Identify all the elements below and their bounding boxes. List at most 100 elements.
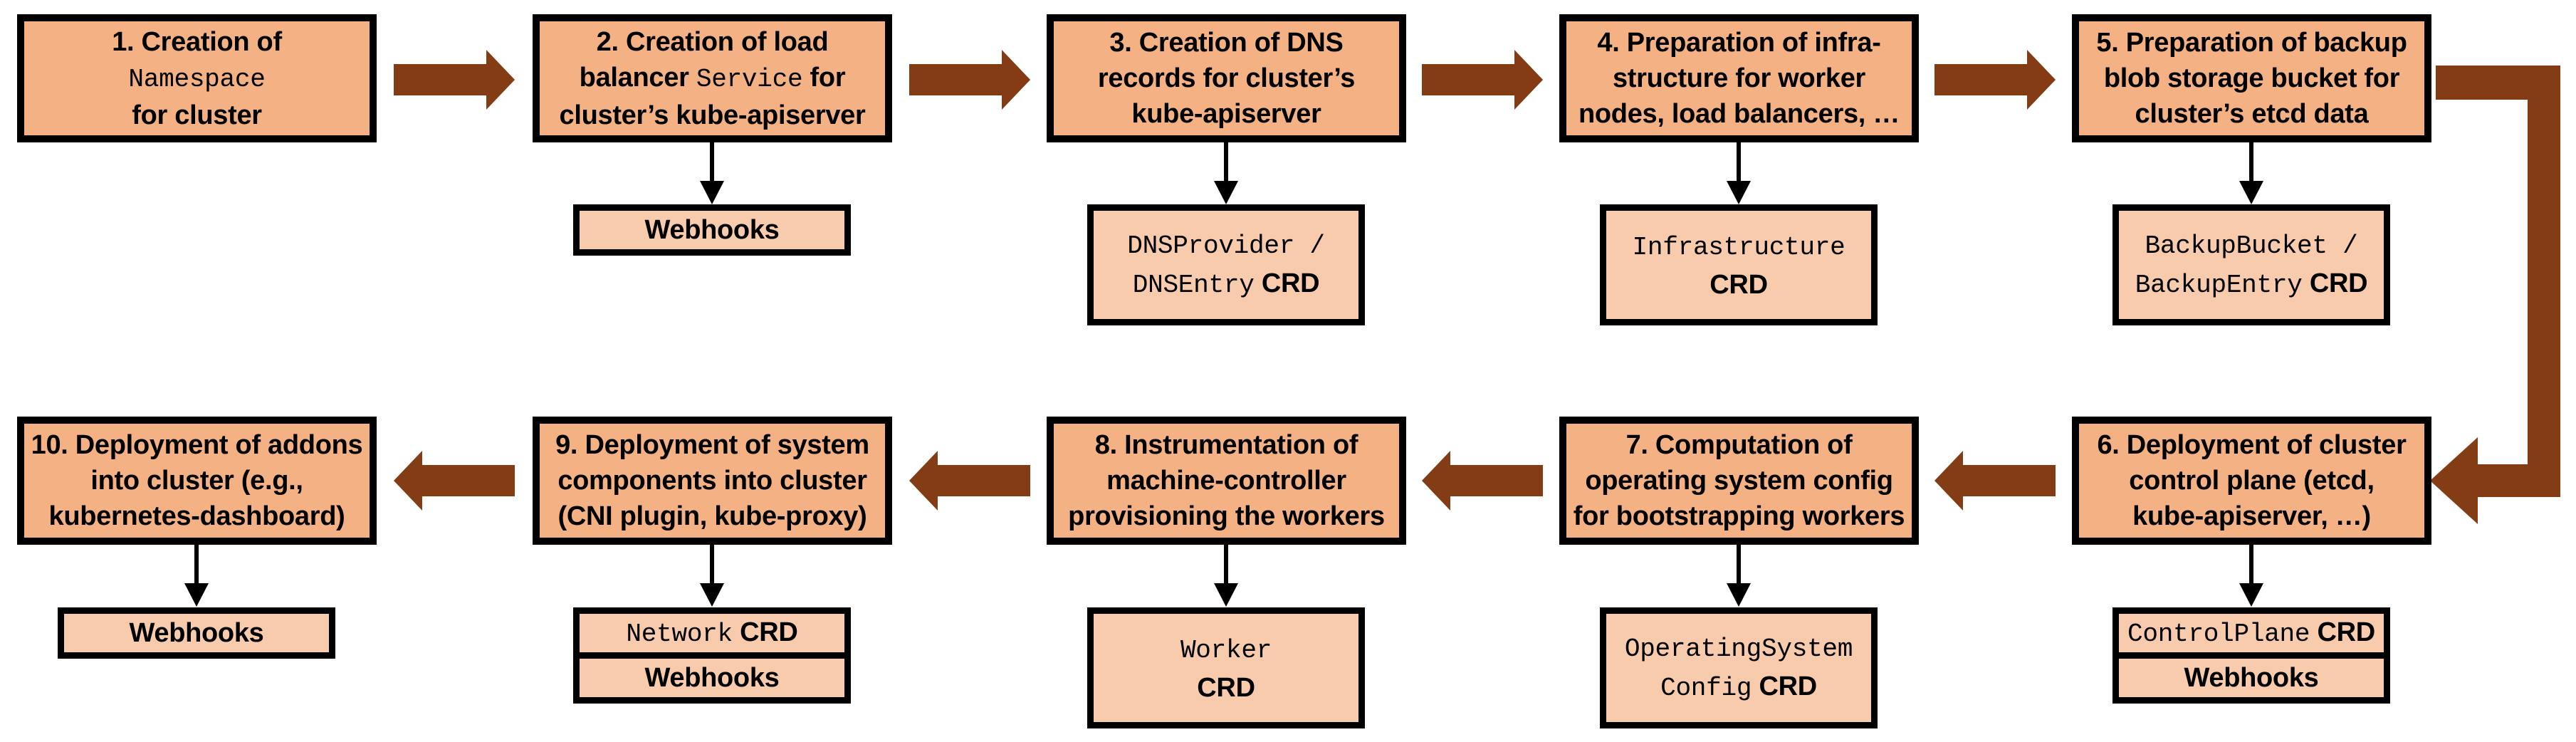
crd-arrow-step-10 [184,545,209,607]
step-5-box: 5. Preparation of backup blob storage buc… [2072,14,2431,142]
text-line: Webhooks [129,615,263,652]
label-text: 6. Deployment of cluster [2097,430,2407,460]
label-text: provisioning the workers [1068,501,1385,531]
webhooks-box-step-9: Webhooks [573,652,851,704]
text-line: OperatingSystem [1625,629,1853,668]
webhooks-box-step-2: Webhooks [573,204,851,256]
label-text: 2. Creation of load [596,26,829,57]
step-9-box: 9. Deployment of system components into c… [533,417,892,545]
label-text: CRD [1197,672,1255,703]
text-line: blob storage bucket for [2103,61,2400,96]
text-line: structure for worker [1613,61,1865,96]
text-line: for bootstrapping workers [1574,498,1905,534]
flow-elbow-5-to-6 [2430,66,2560,524]
network-crd-box: Network CRD [573,607,851,659]
text-line: 10. Deployment of addons [31,427,363,463]
crd-arrow-step-9 [700,545,724,607]
label-text: cluster’s etcd data [2135,99,2369,129]
flow-arrow-2-to-3 [909,50,1030,110]
crd-arrow-step-4 [1727,142,1751,204]
crd-arrow-step-8 [1214,545,1238,607]
label-text: CRD [732,617,798,647]
code-text: ControlPlane [2127,619,2310,649]
backupbucket-backupentry-crd-box: BackupBucket / BackupEntry CRD [2112,204,2390,325]
text-line: kubernetes-dashboard) [48,498,345,534]
code-text: OperatingSystem [1624,634,1853,664]
text-line: Config CRD [1660,668,1817,707]
flow-arrow-9-to-10 [394,451,515,511]
text-line: balancer Service for [580,60,846,98]
crd-arrow-step-2 [700,142,724,204]
label-text: CRD [2302,268,2368,298]
text-line: into cluster (e.g., [90,463,303,498]
label-text: 9. Deployment of system [555,430,869,460]
text-line: 2. Creation of load [597,24,829,60]
text-line: (CNI plugin, kube-proxy) [557,498,866,534]
text-line: provisioning the workers [1068,498,1385,534]
step-4-box: 4. Preparation of infra-structure for wo… [1559,14,1919,142]
label-text: records for cluster’s [1097,63,1356,93]
controlplane-crd-box: ControlPlane CRD [2112,607,2390,659]
label-text: 5. Preparation of backup [2096,28,2407,58]
text-line: 5. Preparation of backup [2096,25,2407,61]
code-text: Worker [1180,635,1272,665]
code-text: Service [696,64,803,94]
text-line: Namespace [128,60,265,98]
webhooks-box-step-6: Webhooks [2112,652,2390,704]
label-text: operating system config [1585,466,1893,496]
text-line: 1. Creation of [112,24,282,60]
text-line: 3. Creation of DNS [1109,25,1344,61]
label-text: for [802,62,846,93]
text-line: control plane (etcd, [2129,463,2375,498]
label-text: 1. Creation of [112,26,282,57]
flow-arrow-8-to-9 [909,451,1030,511]
text-line: CRD [1710,266,1768,303]
label-text: Webhooks [2184,663,2319,693]
label-text: 10. Deployment of addons [31,430,363,460]
text-line: BackupEntry CRD [2135,265,2368,304]
label-text: blob storage bucket for [2103,63,2400,93]
label-text: components into cluster [557,466,867,496]
text-line: Network CRD [626,614,797,653]
label-text: Webhooks [644,663,780,693]
text-line: machine-controller [1106,463,1346,498]
text-line: Webhooks [644,211,779,249]
label-text: nodes, load balancers, … [1578,99,1900,129]
label-text: for cluster [132,100,262,130]
text-line: components into cluster [557,463,867,498]
text-line: Webhooks [2184,659,2318,696]
text-line: nodes, load balancers, … [1578,96,1900,132]
text-line: 6. Deployment of cluster [2097,427,2406,463]
text-line: DNSProvider / [1127,226,1325,265]
text-line: records for cluster’s [1098,61,1355,96]
label-text: structure for worker [1612,63,1866,93]
code-text: DNSProvider / [1127,231,1325,261]
code-text: BackupBucket / [2145,231,2358,261]
label-text: CRD [1752,672,1817,701]
label-text: 3. Creation of DNS [1109,28,1344,58]
text-line: ControlPlane CRD [2127,614,2375,653]
flow-arrow-4-to-5 [1934,50,2056,110]
label-text: kubernetes-dashboard) [48,501,345,531]
text-line: kube-apiserver, …) [2132,498,2371,534]
text-line: Infrastructure [1633,227,1845,266]
text-line: BackupBucket / [2145,226,2358,265]
text-line: operating system config [1585,463,1893,498]
code-text: Namespace [128,64,266,94]
text-line: cluster’s kube-apiserver [559,98,865,133]
code-text: DNSEntry [1132,271,1255,300]
text-line: DNSEntry CRD [1133,265,1320,304]
crd-arrow-step-6 [2239,545,2263,607]
text-line: 7. Computation of [1626,427,1853,463]
crd-arrow-step-7 [1727,545,1751,607]
label-text: 4. Preparation of infra- [1597,28,1881,58]
code-text: Infrastructure [1632,232,1845,262]
label-text: cluster’s kube-apiserver [559,100,866,130]
